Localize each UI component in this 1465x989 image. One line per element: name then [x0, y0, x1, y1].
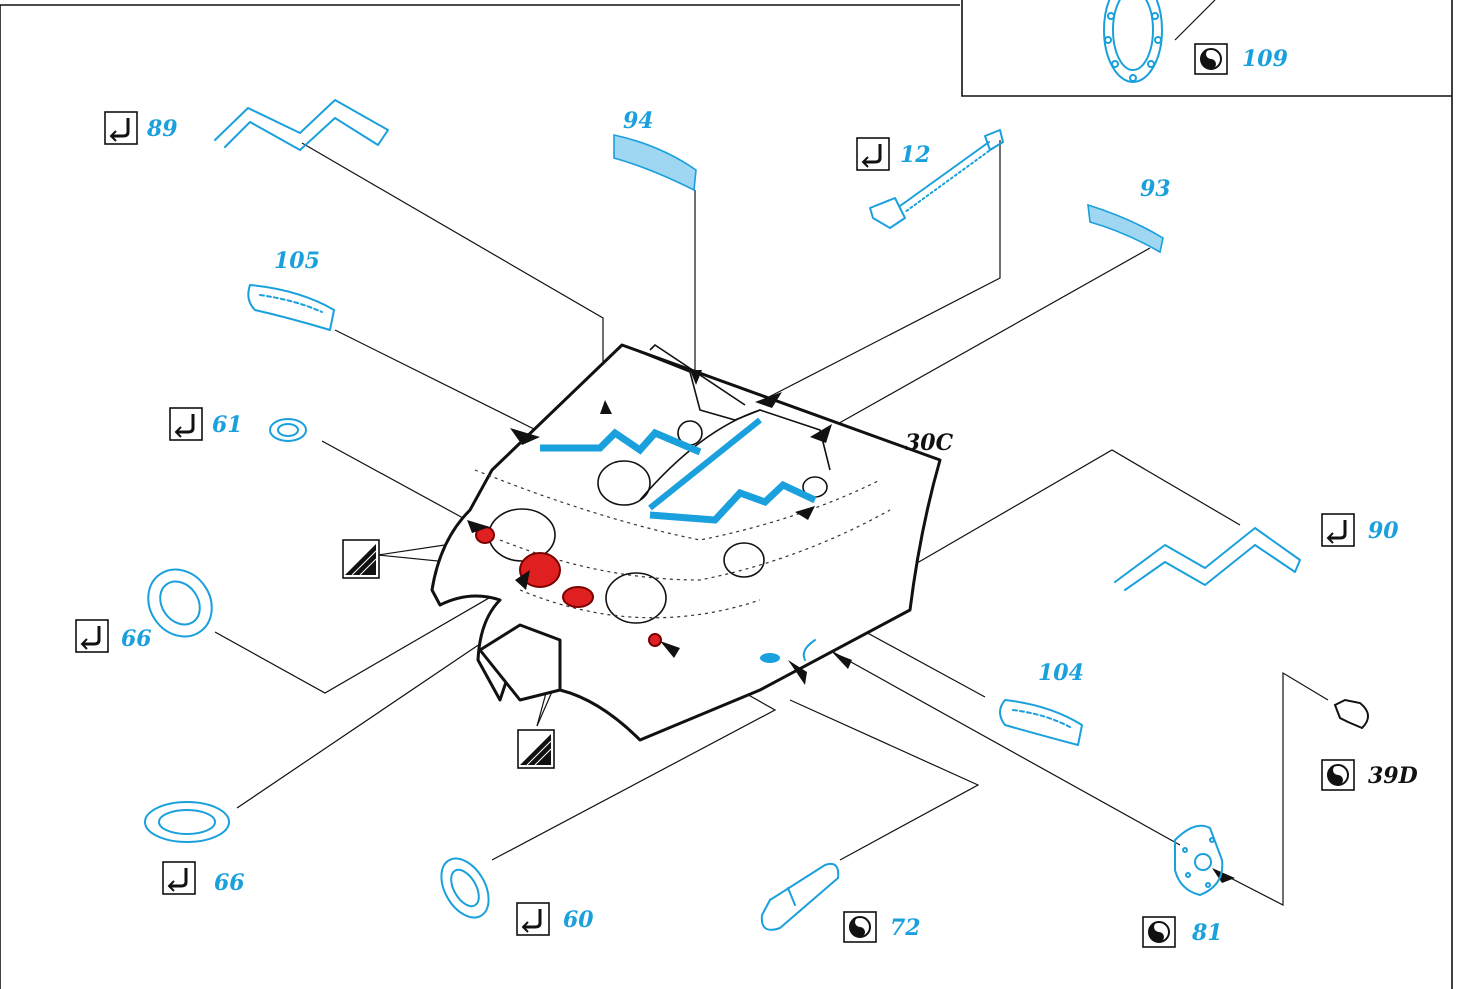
part-81-label: 81: [1191, 920, 1223, 946]
part-12: 12: [856, 129, 1004, 229]
part-66-upper-label: 66: [121, 626, 152, 652]
part-104: 104: [999, 660, 1084, 746]
photo-etch-icon: [1321, 759, 1355, 791]
bend-icon: [75, 619, 109, 653]
part-105-label: 105: [274, 248, 320, 274]
part-66-upper: 66: [75, 568, 213, 653]
part-72: 72: [760, 862, 921, 943]
red-paint-spot: [648, 633, 662, 647]
part-39D-label: 39D: [1368, 763, 1418, 789]
part-89-label: 89: [146, 116, 178, 142]
part-90-label: 90: [1368, 518, 1399, 544]
part-104-label: 104: [1038, 660, 1084, 686]
part-105: 105: [247, 248, 335, 331]
inset-panel: 109: [961, 0, 1452, 97]
bend-icon: [516, 902, 550, 936]
part-90: 90: [1114, 513, 1399, 591]
part-66-lower: 66: [144, 801, 245, 896]
blue-mark: [760, 653, 780, 663]
part-109-drawing: [1103, 0, 1163, 83]
photo-etch-icon: [1194, 43, 1228, 75]
part-61-label: 61: [212, 412, 243, 438]
photo-etch-icon: [1142, 916, 1176, 948]
texture-paint-icon: [517, 729, 555, 769]
part-81: 81: [1142, 824, 1224, 948]
part-89: 89: [104, 99, 389, 151]
texture-paint-icon: [342, 539, 380, 579]
part-12-label: 12: [900, 142, 931, 168]
red-paint-spot: [519, 552, 561, 588]
main-hull-part: 30C: [430, 343, 1235, 883]
main-part-label: 30C: [905, 430, 954, 456]
part-93-label: 93: [1140, 176, 1171, 202]
part-61: 61: [169, 407, 307, 442]
part-60: 60: [440, 857, 594, 936]
bend-icon: [104, 111, 138, 145]
part-66-lower-label: 66: [214, 870, 245, 896]
bend-icon: [856, 137, 890, 171]
part-60-label: 60: [563, 907, 594, 933]
bend-icon: [162, 861, 196, 895]
part-109-label: 109: [1242, 46, 1288, 72]
bend-icon: [1321, 513, 1355, 547]
photo-etch-icon: [843, 911, 877, 943]
part-94-label: 94: [623, 108, 654, 134]
bend-icon: [169, 407, 203, 441]
part-94: 94: [613, 108, 697, 192]
part-93: 93: [1087, 176, 1171, 254]
part-39D: 39D: [1321, 698, 1418, 791]
part-72-label: 72: [890, 915, 921, 941]
red-paint-spot: [562, 586, 594, 608]
